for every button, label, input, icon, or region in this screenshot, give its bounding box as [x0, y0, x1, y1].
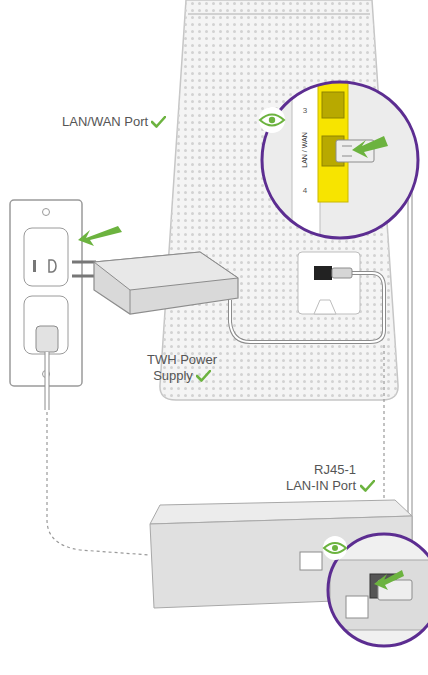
adapter-prongs — [72, 262, 96, 276]
port-group-label: LAN / WAN — [301, 132, 308, 168]
insert-arrow — [374, 570, 404, 590]
port-label-wrap: RJ45-1 LAN-IN Port — [282, 462, 356, 494]
hidden-cord — [47, 412, 150, 555]
port-number-wrap: 4 — [303, 185, 307, 196]
router-lip — [188, 13, 370, 15]
port-number: 4 — [303, 186, 307, 195]
power-cable — [230, 273, 384, 342]
eye-icon — [324, 543, 346, 553]
check-mark-path — [152, 117, 165, 127]
label-strip — [292, 80, 320, 240]
port-group-label-wrap: LAN / WAN — [300, 132, 310, 168]
receptacle — [24, 228, 68, 286]
eye-icon — [260, 115, 284, 126]
eye-pupil — [269, 117, 275, 123]
check-mark — [196, 370, 211, 382]
insert-arrow — [78, 226, 122, 246]
adapter-edge — [130, 290, 131, 314]
power-cord — [45, 352, 50, 410]
adapter-top — [94, 252, 238, 290]
power-cable — [230, 273, 384, 342]
port-label: RJ45-1 LAN-IN Port — [286, 462, 356, 493]
power-plug — [332, 268, 352, 278]
port-panel — [330, 560, 428, 630]
plug — [36, 326, 58, 352]
check-mark-path — [197, 371, 210, 381]
aux-port — [346, 596, 368, 618]
power-jack — [314, 266, 332, 280]
device-port — [300, 552, 322, 570]
power-cord — [46, 352, 49, 410]
power-supply-label: TWH Power Supply — [147, 352, 217, 383]
port-label-wrap: LAN/WAN Port — [62, 114, 166, 130]
port-number-wrap: 3 — [303, 105, 307, 116]
check-mark — [360, 480, 375, 492]
receptacle-slot — [33, 260, 36, 272]
eye-badge — [323, 536, 347, 560]
eye-badge — [259, 107, 285, 133]
plug-detail — [342, 146, 352, 156]
port-label: LAN/WAN Port — [62, 114, 148, 129]
port-number: 3 — [303, 106, 307, 115]
power-adapter — [94, 252, 238, 314]
receptacle — [24, 296, 68, 354]
power-supply-label-wrap: TWH Power Supply — [140, 352, 224, 384]
zoom-circle — [262, 82, 418, 238]
port-3 — [322, 92, 344, 118]
check-mark-path — [361, 481, 374, 491]
eye-pupil — [332, 545, 338, 551]
insert-arrow — [352, 136, 388, 158]
check-mark — [151, 116, 166, 128]
hidden-cable — [383, 345, 384, 505]
ground-hole — [49, 260, 56, 272]
zoom-bg — [262, 82, 418, 238]
plate-screw — [43, 209, 50, 216]
port-recess — [298, 252, 360, 314]
cable-clip — [314, 300, 336, 314]
